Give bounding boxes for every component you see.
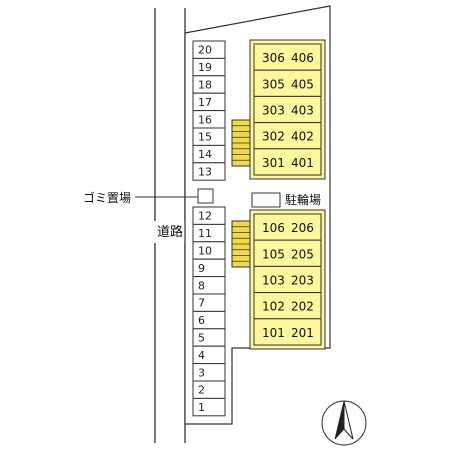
unit-row xyxy=(253,43,322,71)
parking-space-number: 16 xyxy=(198,113,212,126)
garbage-area xyxy=(197,188,214,204)
parking-space xyxy=(192,162,226,181)
parking-space-number: 14 xyxy=(198,148,212,161)
unit-number: 206 xyxy=(291,221,314,235)
unit-number: 305 xyxy=(262,77,285,91)
upper-building: 306 406 305 405 303 403 302 402 301 401 xyxy=(231,39,326,180)
unit-number: 401 xyxy=(291,156,314,170)
parking-space-number: 8 xyxy=(198,279,205,292)
unit-number: 403 xyxy=(291,104,314,118)
parking-space-number: 11 xyxy=(198,227,212,240)
parking-lot: 20 19 18 17 16 15 14 13 12 11 10 9 8 7 6 5 4 3 2 1 xyxy=(192,40,226,417)
road-label: 道路 xyxy=(157,224,183,240)
unit-number: 301 xyxy=(262,156,285,170)
unit-row xyxy=(253,148,322,176)
unit-number: 101 xyxy=(262,326,285,340)
unit-row xyxy=(253,95,322,124)
road-label-bg xyxy=(150,221,190,243)
lower-building: 106 206 105 205 103 203 102 202 101 201 xyxy=(231,209,326,350)
parking-space-number: 20 xyxy=(198,44,212,57)
parking-space-number: 10 xyxy=(198,245,212,258)
parking-space-number: 2 xyxy=(198,384,205,397)
parking-space-number: 5 xyxy=(198,332,205,345)
parking-space-number: 9 xyxy=(198,262,205,275)
unit-number: 402 xyxy=(291,130,314,144)
unit-number: 205 xyxy=(291,247,314,261)
parking-space xyxy=(192,397,226,417)
unit-number: 106 xyxy=(262,221,285,235)
parking-space-number: 12 xyxy=(198,210,212,223)
parking-space-number: 17 xyxy=(198,96,212,109)
north-arrow-icon xyxy=(321,400,367,446)
unit-number: 406 xyxy=(291,51,314,65)
parking-space-number: 19 xyxy=(198,61,212,74)
unit-number: 103 xyxy=(262,274,285,288)
lower-stair-steps xyxy=(232,226,250,262)
parking-space-number: 15 xyxy=(198,131,212,144)
unit-number: 306 xyxy=(262,51,285,65)
parking-space-number: 4 xyxy=(198,349,205,362)
unit-number: 102 xyxy=(262,300,285,314)
unit-number: 202 xyxy=(291,300,314,314)
parking-space-number: 18 xyxy=(198,79,212,92)
unit-number: 302 xyxy=(262,130,285,144)
bicycle-parking-label: 駐輪場 xyxy=(285,192,321,207)
lower-units: 106 206 105 205 103 203 102 202 101 201 xyxy=(249,209,326,350)
unit-number: 203 xyxy=(291,274,314,288)
parking-space-number: 6 xyxy=(198,314,205,327)
upper-units: 306 406 305 405 303 403 302 402 301 401 xyxy=(249,39,326,180)
bicycle-parking xyxy=(251,192,281,208)
parking-space-number: 1 xyxy=(198,401,205,414)
unit-number: 201 xyxy=(291,326,314,340)
unit-row xyxy=(253,318,322,346)
unit-number: 405 xyxy=(291,77,314,91)
upper-stair-steps xyxy=(232,125,250,161)
unit-row xyxy=(253,265,322,294)
garbage-label: ゴミ置場 xyxy=(83,190,131,205)
parking-space-number: 13 xyxy=(198,166,212,179)
parking-space-number: 7 xyxy=(198,297,205,310)
unit-number: 303 xyxy=(262,104,285,118)
parking-space-number: 3 xyxy=(198,366,205,379)
unit-number: 105 xyxy=(262,247,285,261)
